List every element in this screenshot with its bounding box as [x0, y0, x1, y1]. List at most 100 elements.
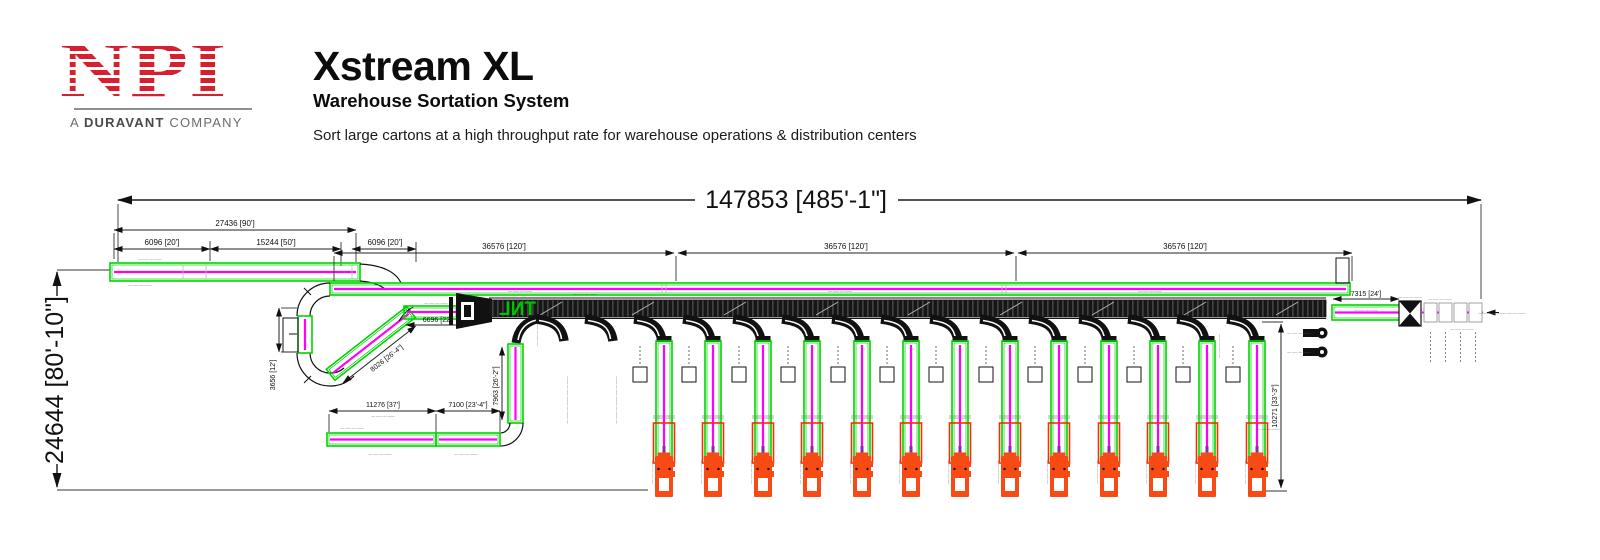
forklift-window	[1202, 478, 1212, 491]
pallet-position-box	[1077, 366, 1093, 383]
dim-36576-1: 36576 [120']	[482, 242, 526, 251]
forklift-window	[807, 478, 817, 491]
micro-annotation: –– ––– –– ––––	[1217, 334, 1221, 358]
forklift-icon	[805, 452, 819, 458]
chute-mouth	[804, 336, 820, 342]
end-terminal	[1335, 257, 1350, 284]
micro-annotation: –– ––– –– ––––	[371, 414, 395, 418]
micro-annotation: –– ––– –– ––––	[424, 301, 448, 305]
micro-annotation: –– ––– –– ––––	[1287, 331, 1311, 335]
chute-mouth	[1002, 336, 1018, 342]
forklift-window	[857, 478, 867, 491]
npi-logo: NPI A DURAVANT COMPANY	[60, 26, 270, 130]
discharge-end: 7315 [24']	[1331, 257, 1499, 327]
incoming-carton-box	[1468, 302, 1483, 323]
sorter-streak	[815, 301, 839, 316]
sorter-streak	[723, 301, 747, 316]
forklift-window	[659, 478, 669, 491]
forklift-icon	[1250, 452, 1264, 458]
npi-logo-text: NPI	[60, 26, 228, 113]
micro-annotation: –– ––– –– ––––	[1354, 308, 1378, 312]
dim-6096-b: 6096 [20']	[368, 238, 403, 247]
chute-mouth	[1150, 336, 1166, 342]
pallet-position-box	[1175, 366, 1191, 383]
sorter-streak	[999, 301, 1023, 316]
forklift-icon	[1102, 452, 1116, 458]
pallet-position-box	[632, 366, 648, 383]
takeaway-curve-outer	[499, 422, 524, 447]
forklift-window	[758, 478, 768, 491]
chute-mouth	[952, 336, 968, 342]
dim-7963: 7963 [26'-2"]	[493, 366, 500, 405]
induct-end-plate	[449, 297, 453, 325]
dim-11276: 11276 [37']	[366, 402, 400, 409]
pallet-position-box	[1027, 366, 1043, 383]
s-curve-outer	[359, 263, 402, 284]
micro-annotation: –– ––– –– ––––	[340, 426, 364, 430]
micro-annotation: –– ––– –– ––––	[535, 322, 539, 346]
dim-36576-3: 36576 [120']	[1163, 242, 1207, 251]
micro-annotation: –– ––– –– ––––	[1095, 460, 1099, 484]
micro-annotation: –– ––– –– ––––	[848, 460, 852, 484]
micro-annotation: –– ––– –– ––––	[1138, 289, 1162, 293]
sorter-streak	[539, 301, 563, 316]
dim-6096-a: 6096 [20']	[145, 238, 180, 247]
sorter-streak	[1091, 301, 1115, 316]
pallet-position-box	[731, 366, 747, 383]
micro-annotation: –– ––– –– ––––	[1256, 427, 1280, 431]
takeaway-vertical-conveyor: 7963 [26'-2"]	[493, 343, 524, 424]
chute-mouth	[854, 336, 870, 342]
chute-mouth	[903, 336, 919, 342]
product-header: Xstream XL Warehouse Sortation System So…	[313, 46, 917, 145]
page-tagline: Sort large cartons at a high throughput …	[313, 127, 917, 144]
turn-width-dimension: 3656 [12']	[270, 307, 297, 391]
forklift-icon	[657, 452, 671, 458]
dim-27436: 27436 [90']	[215, 219, 254, 228]
logo-divider	[74, 107, 252, 110]
xstream-sorter: TNL	[449, 293, 1327, 329]
overall-depth-label: 24644 [80'-10"]	[41, 296, 69, 464]
dim-36576-2: 36576 [120']	[824, 242, 868, 251]
micro-annotation: –– –––– –– ––––– ––– –– ––––	[614, 376, 618, 423]
micro-annotation: –– ––– –– ––––	[650, 460, 654, 484]
micro-annotation: –– ––– –– ––––	[128, 283, 152, 287]
forklift-icon	[1151, 452, 1165, 458]
incoming-feed-note: –– –––– –– ––––– ––– –– ––––	[1478, 311, 1525, 315]
micro-annotation: –– ––– –– ––––	[699, 460, 703, 484]
micro-annotation: –– ––– –– ––––	[798, 460, 802, 484]
turn-platform	[282, 317, 299, 353]
chute-mouth	[705, 336, 721, 342]
page-subtitle: Warehouse Sortation System	[313, 90, 570, 111]
pallet-position-box	[780, 366, 796, 383]
incoming-carton-box	[1423, 302, 1438, 323]
infeed-conveyor-line	[329, 282, 1351, 296]
pallet-position-box	[1126, 366, 1142, 383]
forklift-window	[906, 478, 916, 491]
dim-7315: 7315 [24']	[1351, 291, 1382, 298]
pallet-position-box	[879, 366, 895, 383]
forklift-icon	[756, 452, 770, 458]
forklift-window	[1054, 478, 1064, 491]
u-turn-curve	[282, 282, 355, 387]
micro-annotation: –– ––– –– ––––	[828, 289, 852, 293]
forklift-window	[1153, 478, 1163, 491]
micro-annotation: –– ––– –– ––––	[897, 460, 901, 484]
micro-annotation: –– ––– –– ––––	[1193, 460, 1197, 484]
forklift-window	[708, 478, 718, 491]
forklift-icon	[1052, 452, 1066, 458]
sorter-streak	[1275, 301, 1299, 316]
receiving-conveyor	[109, 262, 361, 282]
dim-6696: 6696 [22']	[423, 317, 454, 324]
micro-annotation: –– ––– –– ––––	[1450, 327, 1474, 331]
micro-annotation: –– ––– –– ––––	[138, 257, 162, 261]
dim-3656: 3656 [12']	[270, 360, 277, 391]
micro-annotation: –– ––– –– ––––	[508, 289, 532, 293]
micro-annotation: –– ––– –– ––––	[368, 452, 392, 456]
pallet-position-box	[681, 366, 697, 383]
micro-annotation: –– ––– –– ––––	[454, 452, 478, 456]
chute-mouth	[656, 336, 672, 342]
chute-mouth	[1051, 336, 1067, 342]
forklift-icon	[1200, 452, 1214, 458]
overall-length-label: 147853 [485'-1"]	[705, 186, 887, 214]
